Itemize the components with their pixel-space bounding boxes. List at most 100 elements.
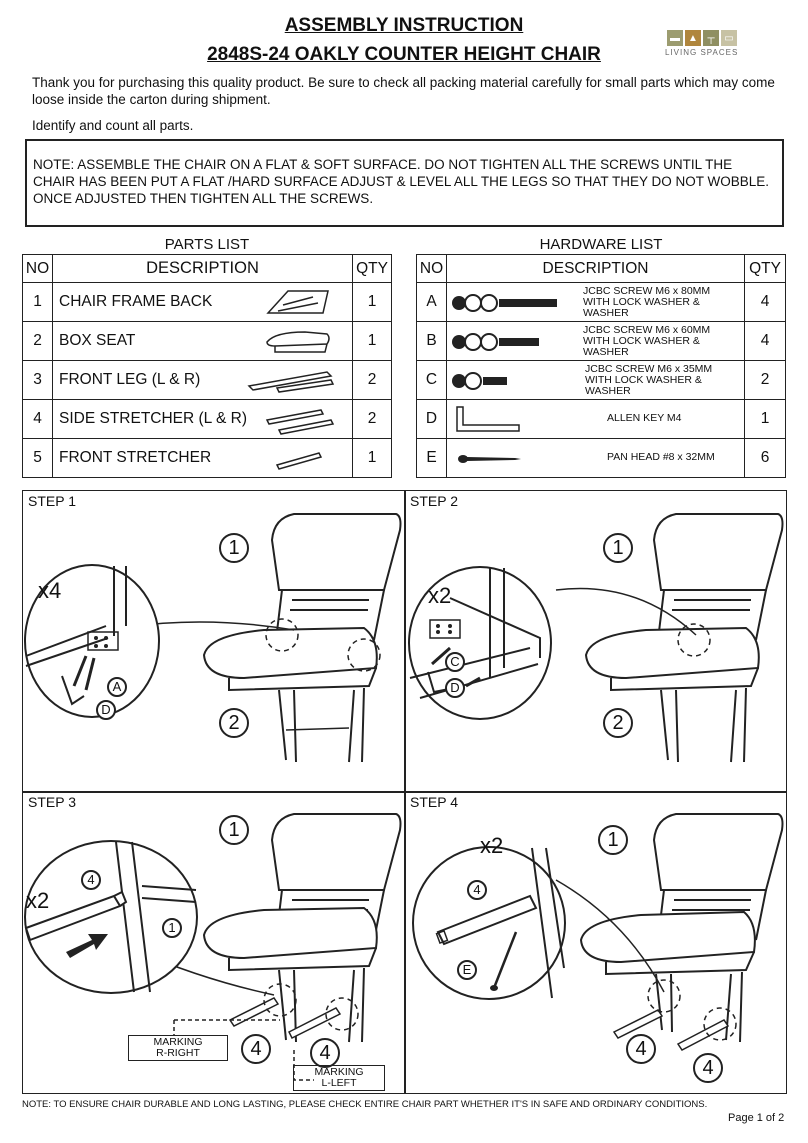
- marking-right-label: MARKING R-RIGHT: [128, 1035, 228, 1061]
- step2-hardware-c-callout: C: [445, 652, 465, 672]
- step2-illustration: [555, 513, 784, 763]
- step4-label: STEP 4: [410, 794, 458, 810]
- hw-no: D: [416, 399, 447, 439]
- part-desc: FRONT LEG (L & R): [59, 371, 201, 388]
- part-no: 5: [22, 438, 53, 478]
- hw-header-qty: QTY: [744, 254, 786, 283]
- bed-icon: ▭: [721, 30, 737, 46]
- allen-key-icon: [456, 406, 520, 432]
- part-qty: 2: [352, 399, 392, 439]
- screw-60-icon: [452, 333, 539, 351]
- screw-80-icon: [452, 294, 557, 312]
- steps-divider-h: [22, 791, 787, 793]
- brand-logo: ▬ ▲ ┬ ▭ LIVING SPACES: [665, 30, 755, 64]
- step1-detail-circle: [24, 564, 160, 718]
- side-stretcher-icon: [265, 409, 335, 435]
- hw-desc-line1: JCBC SCREW M6 x 35MM: [585, 363, 713, 375]
- hw-qty: 1: [744, 399, 786, 439]
- table-icon: ┬: [703, 30, 719, 46]
- step2-label: STEP 2: [410, 493, 458, 509]
- hw-desc-cell: ALLEN KEY M4: [446, 399, 745, 439]
- step4-detail-circle: [412, 846, 566, 1000]
- part-desc: FRONT STRETCHER: [59, 449, 212, 466]
- hw-qty: 2: [744, 360, 786, 400]
- hw-desc: PAN HEAD #8 x 32MM: [607, 451, 715, 463]
- step3-illustration: [133, 813, 402, 1081]
- step3-label: STEP 3: [28, 794, 76, 810]
- step3-part1-small-callout: 1: [162, 918, 182, 938]
- screw-35-icon: [452, 372, 507, 390]
- step2-hardware-d-callout: D: [445, 678, 465, 698]
- product-title: 2848S-24 OAKLY COUNTER HEIGHT CHAIR: [207, 44, 601, 65]
- marking-left-line1: MARKING: [314, 1066, 364, 1078]
- step3-detail-drawing: [24, 841, 197, 993]
- marking-left-line2: L-LEFT: [321, 1077, 357, 1089]
- part-no: 2: [22, 321, 53, 361]
- step1-part1-callout: 1: [219, 533, 249, 563]
- step2-multiplier: x2: [428, 583, 452, 608]
- step1-multiplier: x4: [38, 578, 62, 603]
- step4-part4-small-callout: 4: [467, 880, 487, 900]
- hw-desc-line2: WITH LOCK WASHER & WASHER: [583, 296, 700, 319]
- step4-part1-callout: 1: [598, 825, 628, 855]
- part-no: 3: [22, 360, 53, 400]
- table-row: D ALLEN KEY M4 1: [416, 399, 786, 439]
- hw-desc-line2: WITH LOCK WASHER & WASHER: [585, 374, 702, 397]
- hardware-list-caption: HARDWARE LIST: [539, 236, 663, 253]
- part-desc-cell: FRONT STRETCHER: [52, 438, 353, 478]
- sofa-icon: ▬: [667, 30, 683, 46]
- step3-multiplier: x2: [26, 888, 50, 913]
- logo-text: LIVING SPACES: [665, 48, 739, 57]
- parts-header-no: NO: [22, 254, 53, 283]
- identify-text: Identify and count all parts.: [32, 118, 194, 133]
- step4-part4-callout-a: 4: [626, 1034, 656, 1064]
- table-row: 1 CHAIR FRAME BACK 1: [22, 282, 392, 322]
- chair-back-icon: [266, 290, 329, 314]
- hw-desc-cell: PAN HEAD #8 x 32MM: [446, 438, 745, 478]
- hw-header-no: NO: [416, 254, 447, 283]
- hw-desc: ALLEN KEY M4: [607, 412, 682, 424]
- step1-part2-callout: 2: [219, 708, 249, 738]
- part-desc-cell: FRONT LEG (L & R): [52, 360, 353, 400]
- front-stretcher-icon: [275, 452, 323, 470]
- part-desc-cell: BOX SEAT: [52, 321, 353, 361]
- table-row: 4 SIDE STRETCHER (L & R) 2: [22, 399, 392, 439]
- front-leg-icon: [247, 371, 335, 393]
- parts-list-caption: PARTS LIST: [164, 236, 250, 253]
- marking-right-line2: R-RIGHT: [156, 1047, 200, 1059]
- intro-text: Thank you for purchasing this quality pr…: [32, 75, 775, 107]
- hw-no: B: [416, 321, 447, 361]
- part-desc-cell: SIDE STRETCHER (L & R): [52, 399, 353, 439]
- hw-qty: 6: [744, 438, 786, 478]
- table-row: 2 BOX SEAT 1: [22, 321, 392, 361]
- step2-part2-callout: 2: [603, 708, 633, 738]
- part-qty: 1: [352, 438, 392, 478]
- step3-detail-circle: [24, 840, 198, 994]
- hw-desc-line1: JCBC SCREW M6 x 80MM: [583, 285, 711, 297]
- step2-detail-circle: [408, 566, 552, 720]
- part-desc-cell: CHAIR FRAME BACK: [52, 282, 353, 322]
- part-desc: CHAIR FRAME BACK: [59, 293, 213, 310]
- step3-part4-callout-b: 4: [310, 1038, 340, 1068]
- step1-detail-drawing: [25, 566, 127, 706]
- hw-desc-line1: JCBC SCREW M6 x 60MM: [583, 324, 711, 336]
- hw-qty: 4: [744, 282, 786, 322]
- step1-label: STEP 1: [28, 493, 76, 509]
- step3-part1-callout: 1: [219, 815, 249, 845]
- page-title: ASSEMBLY INSTRUCTION: [284, 15, 524, 36]
- step4-hardware-e-callout: E: [457, 960, 477, 980]
- part-qty: 2: [352, 360, 392, 400]
- page-number: Page 1 of 2: [728, 1112, 785, 1124]
- part-no: 4: [22, 399, 53, 439]
- part-desc: BOX SEAT: [59, 332, 136, 349]
- lamp-icon: ▲: [685, 30, 701, 46]
- step2-part1-callout: 1: [603, 533, 633, 563]
- part-qty: 1: [352, 282, 392, 322]
- step1-illustration: [63, 513, 402, 763]
- step2-detail-drawing: [409, 568, 541, 699]
